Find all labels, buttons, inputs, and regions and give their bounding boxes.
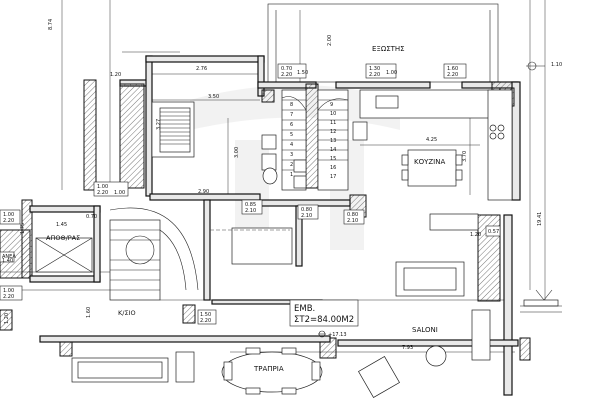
opening-w-9: 1.00: [3, 288, 14, 294]
dim-290: 2.90: [198, 189, 209, 195]
dim-120-r: 1.20: [470, 232, 481, 238]
wardrobe: [151, 101, 195, 158]
opening-w-11: 0.57: [488, 229, 499, 235]
patio-label: ΕΞΩΣΤΗΣ: [372, 45, 405, 53]
opening-x-4: 1.00: [114, 190, 125, 196]
stair-number: 3: [290, 152, 293, 158]
stair-number: 10: [330, 111, 336, 117]
sofa: [71, 351, 195, 383]
storage-room: [35, 237, 93, 273]
opening-tags: [0, 63, 501, 325]
stair-number: 17: [330, 174, 336, 180]
dim-160: 1.60: [86, 307, 92, 318]
dim-327: 3.27: [156, 119, 162, 130]
opening-w-4: 1.00: [97, 184, 108, 190]
railing: [520, 289, 562, 313]
stair-number: 13: [330, 138, 336, 144]
opening-h-6: 2.10: [301, 213, 312, 219]
opening-w-10: 1.50: [200, 312, 211, 318]
opening-w-7: 0.80: [347, 212, 358, 218]
dim-070: 0.70: [86, 214, 97, 220]
stair-number: 11: [330, 120, 336, 126]
stair-number: 1: [290, 172, 293, 178]
main-stairs: [281, 89, 349, 191]
dim-1941: 19.41: [537, 212, 543, 226]
stair-number: 12: [330, 129, 336, 135]
dim-175: 1.75: [20, 223, 26, 234]
stair-number: 6: [290, 122, 293, 128]
opening-w-3: 1.60: [447, 66, 458, 72]
opening-h-8: 2.20: [3, 218, 14, 224]
level-marker: [318, 330, 326, 338]
kitchen-label: ΚΟΥΖΙΝΑ: [414, 158, 445, 166]
secondary-stairs: [109, 207, 199, 301]
opening-h-5: 2.10: [245, 208, 256, 214]
dim-793: 7.93: [402, 345, 413, 351]
right-marker: [526, 61, 545, 71]
area-value: ΣΤ2=84.00M2: [294, 315, 354, 325]
stair-number: 4: [290, 142, 293, 148]
opening-h-4: 2.20: [97, 190, 108, 196]
down-label: Κ/ΣΙΟ: [118, 309, 136, 317]
opening-h-1: 2.20: [281, 72, 292, 78]
opening-w-8: 1.00: [3, 212, 14, 218]
opening-x-2: 1.00: [386, 70, 397, 76]
dim-276: 2.76: [196, 66, 207, 72]
dim-110: 1.10: [551, 62, 562, 68]
dining-table: [221, 347, 323, 395]
stair-number: 2: [290, 162, 293, 168]
opening-w-5: 0.85: [245, 202, 256, 208]
opening-w-6: 0.80: [301, 207, 312, 213]
stair-number: 8: [290, 102, 293, 108]
dim-200: 2.00: [327, 35, 333, 46]
dining-label: ΤΡΑΠΡΙΑ: [253, 365, 284, 373]
opening-w-1: 0.70: [281, 66, 292, 72]
opening-h-3: 2.20: [447, 72, 458, 78]
level-value: +17.13: [328, 332, 347, 338]
dim-370: 3.70: [462, 151, 468, 162]
area-label: [289, 299, 359, 327]
kitchen: [352, 89, 513, 231]
living-room-label: SALONI: [412, 326, 438, 334]
stair-number: 7: [290, 112, 293, 118]
dim-874: 8.74: [48, 19, 54, 30]
stair-number: 14: [330, 147, 336, 153]
living-room-furniture: [210, 227, 491, 398]
stair-number: 16: [330, 165, 336, 171]
dim-120-top: 1.20: [110, 72, 121, 78]
dim-145: 1.45: [56, 222, 67, 228]
opening-w-12: 1.40: [2, 258, 13, 264]
storage-label: ΑΠΟΘ/ΡΑΣ: [46, 234, 80, 242]
walls: [0, 55, 531, 396]
opening-x-1: 1.50: [297, 70, 308, 76]
elevator-label: ΑΝΕΛ: [2, 254, 16, 260]
bathroom-fixtures: [261, 134, 307, 189]
dim-300: 3.00: [234, 147, 240, 158]
dim-120-left: 1.20: [4, 313, 10, 324]
area-title: ΕΜΒ.: [294, 304, 315, 314]
stair-number: 15: [330, 156, 336, 162]
dim-350: 3.50: [208, 94, 219, 100]
opening-h-2: 2.20: [369, 72, 380, 78]
opening-h-10: 2.20: [200, 318, 211, 324]
opening-w-2: 1.30: [369, 66, 380, 72]
stair-number: 5: [290, 132, 293, 138]
opening-h-7: 2.10: [347, 218, 358, 224]
stair-number: 9: [330, 102, 333, 108]
opening-h-9: 2.20: [3, 294, 14, 300]
dim-425: 4.25: [426, 137, 437, 143]
